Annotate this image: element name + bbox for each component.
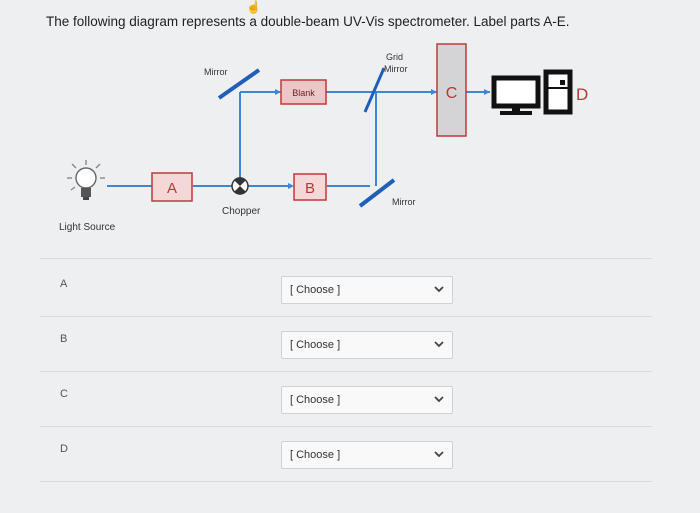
- part-c-box: [436, 43, 467, 137]
- divider: [40, 316, 652, 317]
- divider: [40, 426, 652, 427]
- part-b-box: [293, 173, 327, 201]
- chopper-label: Chopper: [222, 206, 261, 217]
- answer-select-a[interactable]: [ Choose ]: [281, 276, 453, 304]
- light-source-label: Light Source: [59, 222, 116, 233]
- answer-select-c[interactable]: [ Choose ]: [281, 386, 453, 414]
- part-d-label: D: [576, 85, 588, 104]
- divider: [40, 481, 652, 482]
- computer-monitor-icon: [491, 69, 573, 115]
- spectrometer-diagram: Blank A B C D Light Source Chopper Mirro…: [59, 43, 588, 233]
- mouse-cursor-icon: ☝: [246, 0, 261, 14]
- light-bulb-icon: [67, 160, 105, 200]
- answer-label-b: B: [60, 333, 68, 345]
- light-beams: [107, 91, 490, 187]
- grid-mirror: [363, 67, 386, 113]
- answer-select-d-value: [ Choose ]: [290, 449, 341, 461]
- answer-select-c-value: [ Choose ]: [290, 394, 341, 406]
- chevron-down-icon: [434, 396, 444, 403]
- chopper-icon: [231, 177, 249, 195]
- arrowhead: [288, 183, 294, 189]
- answer-label-a: A: [60, 278, 68, 290]
- arrowhead: [484, 89, 490, 95]
- part-a-label: A: [167, 180, 177, 197]
- part-c-label: C: [446, 85, 458, 102]
- divider: [40, 258, 652, 259]
- blank-cell-box: [280, 79, 327, 105]
- chevron-down-icon: [434, 286, 444, 293]
- chevron-down-icon: [434, 341, 444, 348]
- bottom-mirror-label: Mirror: [392, 197, 416, 207]
- answer-select-b[interactable]: [ Choose ]: [281, 331, 453, 359]
- answer-select-a-value: [ Choose ]: [290, 284, 341, 296]
- divider: [40, 371, 652, 372]
- answer-label-d: D: [60, 443, 68, 455]
- top-mirror-label: Mirror: [204, 67, 228, 77]
- question-text: The following diagram represents a doubl…: [46, 14, 570, 29]
- part-a-box: [151, 172, 193, 202]
- top-left-mirror: [217, 68, 261, 100]
- grid-mirror-label-line2: Mirror: [384, 64, 408, 74]
- answer-label-c: C: [60, 388, 68, 400]
- arrowhead: [275, 89, 281, 95]
- bottom-right-mirror: [358, 178, 396, 208]
- answer-select-d[interactable]: [ Choose ]: [281, 441, 453, 469]
- arrowhead: [431, 89, 437, 95]
- answer-select-b-value: [ Choose ]: [290, 339, 341, 351]
- chevron-down-icon: [434, 451, 444, 458]
- blank-label: Blank: [292, 88, 315, 98]
- grid-mirror-label-line1: Grid: [386, 52, 403, 62]
- part-b-label: B: [305, 180, 315, 197]
